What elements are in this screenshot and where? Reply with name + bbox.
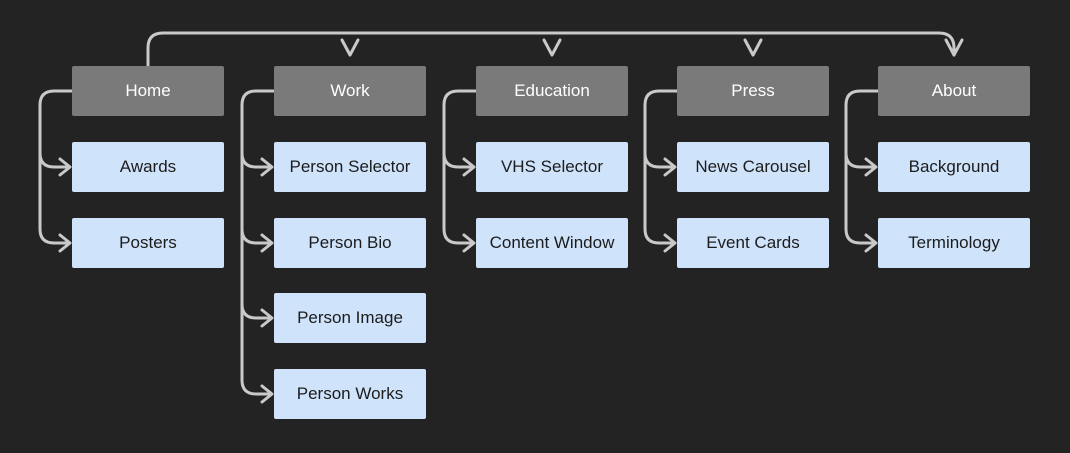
node-content-window: Content Window (476, 218, 628, 268)
node-label: Work (330, 81, 370, 100)
node-label: Person Bio (308, 233, 392, 252)
work-branch-line (240, 89, 276, 396)
node-news-carousel: News Carousel (677, 142, 829, 192)
node-label: Person Selector (289, 157, 411, 176)
work-branch-person-image (240, 302, 272, 320)
node-about: About (878, 66, 1030, 116)
node-background: Background (878, 142, 1030, 192)
arrow-vhs-selector (462, 157, 476, 177)
arrow-event-cards (663, 233, 677, 253)
node-label: Person Image (297, 308, 403, 327)
node-label: Education (514, 81, 590, 100)
node-event-cards: Event Cards (677, 218, 829, 268)
about-branch-background (844, 151, 876, 169)
node-person-selector: Person Selector (274, 142, 426, 192)
arrow-person-works (260, 384, 274, 404)
arrow-awards (58, 157, 72, 177)
press-branch-line (643, 89, 679, 245)
work-branch-person-bio (240, 227, 272, 245)
node-label: Event Cards (706, 233, 800, 252)
about-branch-line (844, 89, 880, 245)
arrow-to-about (944, 38, 964, 57)
home-branch-awards (38, 151, 70, 169)
node-terminology: Terminology (878, 218, 1030, 268)
node-label: Home (125, 81, 171, 100)
node-person-image: Person Image (274, 293, 426, 343)
arrow-background (864, 157, 878, 177)
arrow-posters (58, 233, 72, 253)
node-press: Press (677, 66, 829, 116)
arrow-terminology (864, 233, 878, 253)
arrow-news-carousel (663, 157, 677, 177)
home-branch-line (38, 89, 74, 245)
node-label: Posters (119, 233, 177, 252)
press-branch-news-carousel (643, 151, 675, 169)
arrow-to-press (743, 38, 763, 57)
node-home: Home (72, 66, 224, 116)
node-label: Background (908, 157, 1000, 176)
arrow-person-bio (260, 233, 274, 253)
node-work: Work (274, 66, 426, 116)
work-branch-person-selector (240, 151, 272, 169)
node-label: About (931, 81, 977, 100)
node-label: Terminology (908, 233, 1000, 252)
arrow-to-work (340, 38, 360, 57)
node-label: Press (731, 81, 775, 100)
node-label: Awards (119, 157, 177, 176)
education-branch-line (442, 89, 478, 245)
node-label: News Carousel (695, 157, 811, 176)
node-label: VHS Selector (500, 157, 604, 176)
education-branch-vhs-selector (442, 151, 474, 169)
node-label: Content Window (489, 233, 615, 252)
arrow-content-window (462, 233, 476, 253)
node-vhs-selector: VHS Selector (476, 142, 628, 192)
node-person-bio: Person Bio (274, 218, 426, 268)
node-education: Education (476, 66, 628, 116)
node-awards: Awards (72, 142, 224, 192)
node-posters: Posters (72, 218, 224, 268)
arrow-person-image (260, 308, 274, 328)
arrow-to-education (542, 38, 562, 57)
arrow-person-selector (260, 157, 274, 177)
node-person-works: Person Works (274, 369, 426, 419)
node-label: Person Works (296, 384, 404, 403)
top-nav-connector (146, 31, 956, 68)
